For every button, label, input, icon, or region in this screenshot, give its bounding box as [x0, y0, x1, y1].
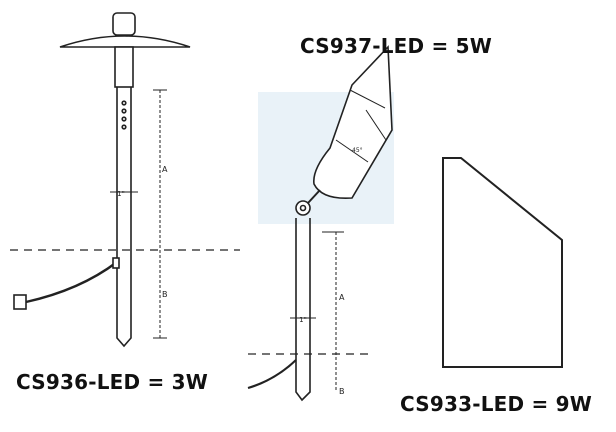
cs937-caption: CS937-LED = 5W: [300, 34, 492, 58]
cs936-cable: [25, 261, 118, 304]
cs937-knuckle-bolt: [299, 204, 307, 212]
cs937-band-1: [349, 89, 386, 109]
cs933-outline: [442, 157, 563, 368]
cs936-vent-3: [121, 116, 127, 122]
cs937-knuckle: [295, 200, 311, 216]
cs936-width-label: 1": [117, 190, 125, 198]
cs937-width-label: 1": [299, 316, 307, 324]
cs936-vent-4: [121, 124, 127, 130]
cs933-caption: CS933-LED = 9W: [400, 392, 592, 416]
cs936-drawing: [10, 12, 240, 348]
cs937-band-3: [365, 109, 387, 141]
cs936-stake: [116, 87, 132, 348]
cs937-dim-b-label: B: [339, 387, 345, 396]
cs936-vent-1: [121, 100, 127, 106]
cs937-angle-label: 45°: [352, 147, 363, 154]
cs936-caption: CS936-LED = 3W: [16, 370, 208, 394]
cs937-stake: [295, 218, 311, 402]
cs936-dim-b-label: B: [162, 290, 168, 299]
cs936-dim-a-label: A: [162, 165, 168, 174]
cs936-top-cap: [112, 12, 136, 36]
cs936-neck: [114, 46, 134, 88]
cs936-vent-2: [121, 108, 127, 114]
cs937-dim-a-label: A: [339, 293, 345, 302]
cs936-shade: [59, 35, 191, 48]
cs936-cable-gland: [112, 257, 120, 269]
cs936-connector: [13, 294, 27, 310]
cs937-arm: [307, 189, 321, 204]
cs937-drawing: [247, 45, 393, 402]
cs937-housing: [313, 45, 393, 200]
cs937-cable: [247, 359, 297, 390]
cs937-band-2: [335, 139, 369, 163]
